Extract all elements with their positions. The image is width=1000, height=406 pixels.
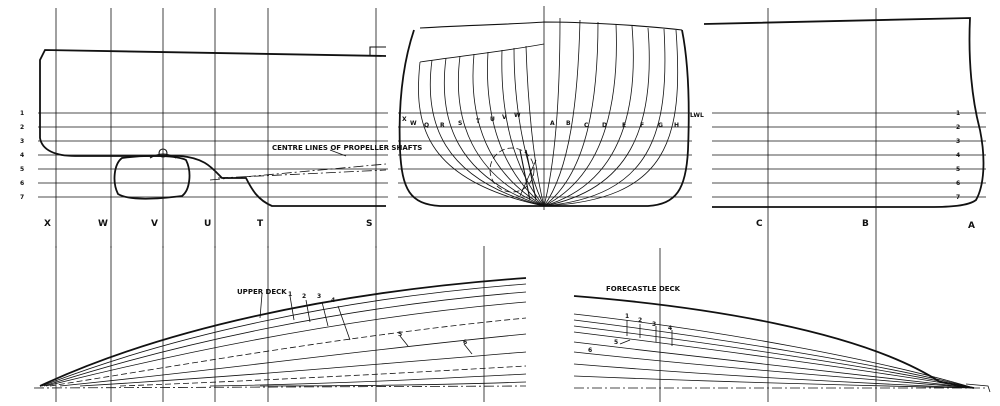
svg-text:1: 1 (20, 110, 24, 117)
svg-text:5: 5 (20, 166, 24, 173)
body-plan-aft-sections (418, 43, 545, 207)
svg-text:5: 5 (398, 331, 402, 338)
svg-text:U: U (490, 116, 495, 123)
svg-text:2: 2 (302, 293, 306, 300)
aft-profile: CENTRE LINES OF PROPELLER SHAFTS 1 2 3 4… (20, 8, 422, 248)
propeller-aperture (113, 154, 191, 200)
svg-text:7: 7 (20, 194, 24, 201)
svg-text:A: A (550, 120, 555, 127)
svg-text:G: G (658, 122, 663, 129)
svg-text:Q: Q (424, 122, 429, 129)
fwd-plan-waterlines (573, 295, 975, 389)
svg-text:D: D (602, 122, 607, 129)
shaft-bracket (489, 147, 537, 201)
svg-text:1: 1 (956, 110, 960, 117)
aft-half-breadth-plan: UPPER DECK 1 2 3 4 5 6 (33, 246, 527, 402)
body-plan-outline (398, 29, 690, 207)
body-plan-waterlines (398, 112, 692, 198)
svg-text:3: 3 (652, 321, 656, 328)
svg-text:6: 6 (20, 180, 24, 187)
fwd-plan-line-labels: 1 2 3 4 5 6 (588, 313, 672, 354)
svg-text:2: 2 (956, 124, 960, 131)
body-plan-aft-letters: X W Q R S T U V W (402, 112, 521, 129)
svg-text:C: C (756, 219, 763, 229)
svg-text:C: C (584, 122, 589, 129)
forecastle-deck-label: FORECASTLE DECK (606, 285, 681, 293)
svg-text:3: 3 (317, 293, 321, 300)
fwd-station-labels: C B A (756, 219, 975, 231)
fwd-waterline-labels: 1 2 3 4 5 6 7 (956, 110, 960, 201)
svg-text:S: S (366, 219, 372, 229)
svg-text:W: W (98, 219, 108, 229)
svg-text:B: B (862, 219, 869, 229)
svg-text:5: 5 (614, 339, 618, 346)
aft-plan-centreline (33, 385, 527, 389)
svg-text:4: 4 (20, 152, 24, 159)
fwd-waterlines (712, 112, 986, 198)
svg-text:3: 3 (20, 138, 24, 145)
svg-text:X: X (402, 116, 407, 123)
svg-text:6: 6 (956, 180, 960, 187)
svg-text:7: 7 (956, 194, 960, 201)
svg-text:E: E (622, 122, 626, 129)
aft-hull-outline (39, 49, 387, 207)
svg-text:3: 3 (956, 138, 960, 145)
svg-text:T: T (476, 118, 481, 125)
svg-text:A: A (968, 221, 975, 231)
svg-text:B: B (566, 120, 571, 127)
body-plan: X W Q R S T U V W A B C D E F G H LWL (398, 6, 704, 210)
svg-text:R: R (440, 122, 445, 129)
svg-text:6: 6 (588, 347, 592, 354)
aft-waterlines (38, 112, 388, 198)
svg-text:V: V (151, 219, 158, 229)
fwd-station-lines (767, 8, 877, 248)
propeller-shaft-lines (209, 163, 387, 181)
svg-text:T: T (257, 219, 264, 229)
aft-station-labels: X W V U T S (44, 219, 372, 229)
aft-plan-line-labels: 1 2 3 4 5 6 (288, 291, 467, 346)
fwd-profile: 1 2 3 4 5 6 7 C B A (703, 8, 986, 248)
svg-text:6: 6 (463, 339, 467, 346)
svg-text:1: 1 (288, 291, 292, 298)
svg-text:V: V (502, 114, 507, 121)
aft-plan-waterlines (39, 277, 527, 387)
fwd-half-breadth-plan: FORECASTLE DECK 1 2 3 4 5 6 (573, 248, 991, 402)
svg-text:5: 5 (956, 166, 960, 173)
svg-text:X: X (44, 219, 51, 229)
svg-text:1: 1 (625, 313, 629, 320)
svg-text:4: 4 (668, 325, 672, 332)
svg-text:U: U (204, 219, 211, 229)
svg-text:4: 4 (331, 297, 335, 304)
fwd-hull-outline (703, 17, 985, 208)
body-plan-fwd-sections (543, 17, 679, 207)
svg-text:W: W (410, 120, 417, 127)
svg-text:2: 2 (20, 124, 24, 131)
lwl-label: LWL (690, 112, 704, 119)
upper-deck-label: UPPER DECK (237, 288, 287, 296)
shaft-annotation: CENTRE LINES OF PROPELLER SHAFTS (272, 144, 422, 152)
svg-text:H: H (674, 122, 679, 129)
aft-waterline-labels: 1 2 3 4 5 6 7 (20, 110, 24, 201)
svg-text:S: S (458, 120, 462, 127)
svg-text:F: F (640, 122, 644, 129)
body-plan-fwd-letters: A B C D E F G H (550, 120, 679, 129)
aft-station-lines (55, 8, 377, 248)
svg-text:4: 4 (956, 152, 960, 159)
svg-text:2: 2 (638, 317, 642, 324)
svg-text:W: W (514, 112, 521, 119)
